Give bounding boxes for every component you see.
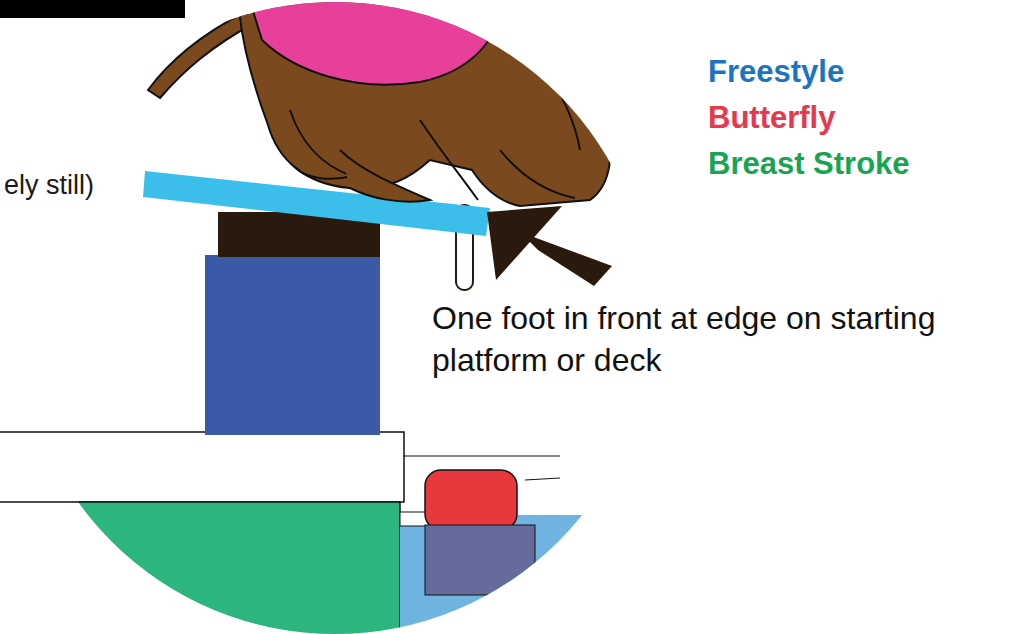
- stroke-name: Freestyle: [708, 52, 844, 92]
- instruction-note: One foot in front at edge on starting pl…: [432, 298, 1028, 381]
- wall-shadow: [425, 525, 535, 595]
- stroke-name: Breast Stroke: [708, 144, 910, 184]
- touch-pad: [425, 470, 517, 530]
- cut-note: ely still): [4, 168, 94, 203]
- pointer-arrow-shaft: [520, 232, 612, 286]
- block-pedestal: [205, 255, 380, 435]
- dog-paw: [340, 150, 430, 202]
- dog-tail: [148, 12, 256, 98]
- dog-leg: [290, 110, 352, 179]
- water: [400, 515, 660, 634]
- pool-deck: [0, 432, 404, 502]
- dog-body: [238, 0, 610, 206]
- pointer-arrow-head: [487, 206, 562, 280]
- dog-vest: [248, 0, 505, 85]
- dog-leg: [420, 120, 575, 200]
- stroke-name: Butterfly: [708, 98, 835, 138]
- dog-ear: [540, 60, 580, 150]
- black-bar: [0, 0, 185, 18]
- pool-wall: [0, 502, 400, 634]
- lane-line: [525, 478, 560, 480]
- deck-line: [404, 455, 560, 456]
